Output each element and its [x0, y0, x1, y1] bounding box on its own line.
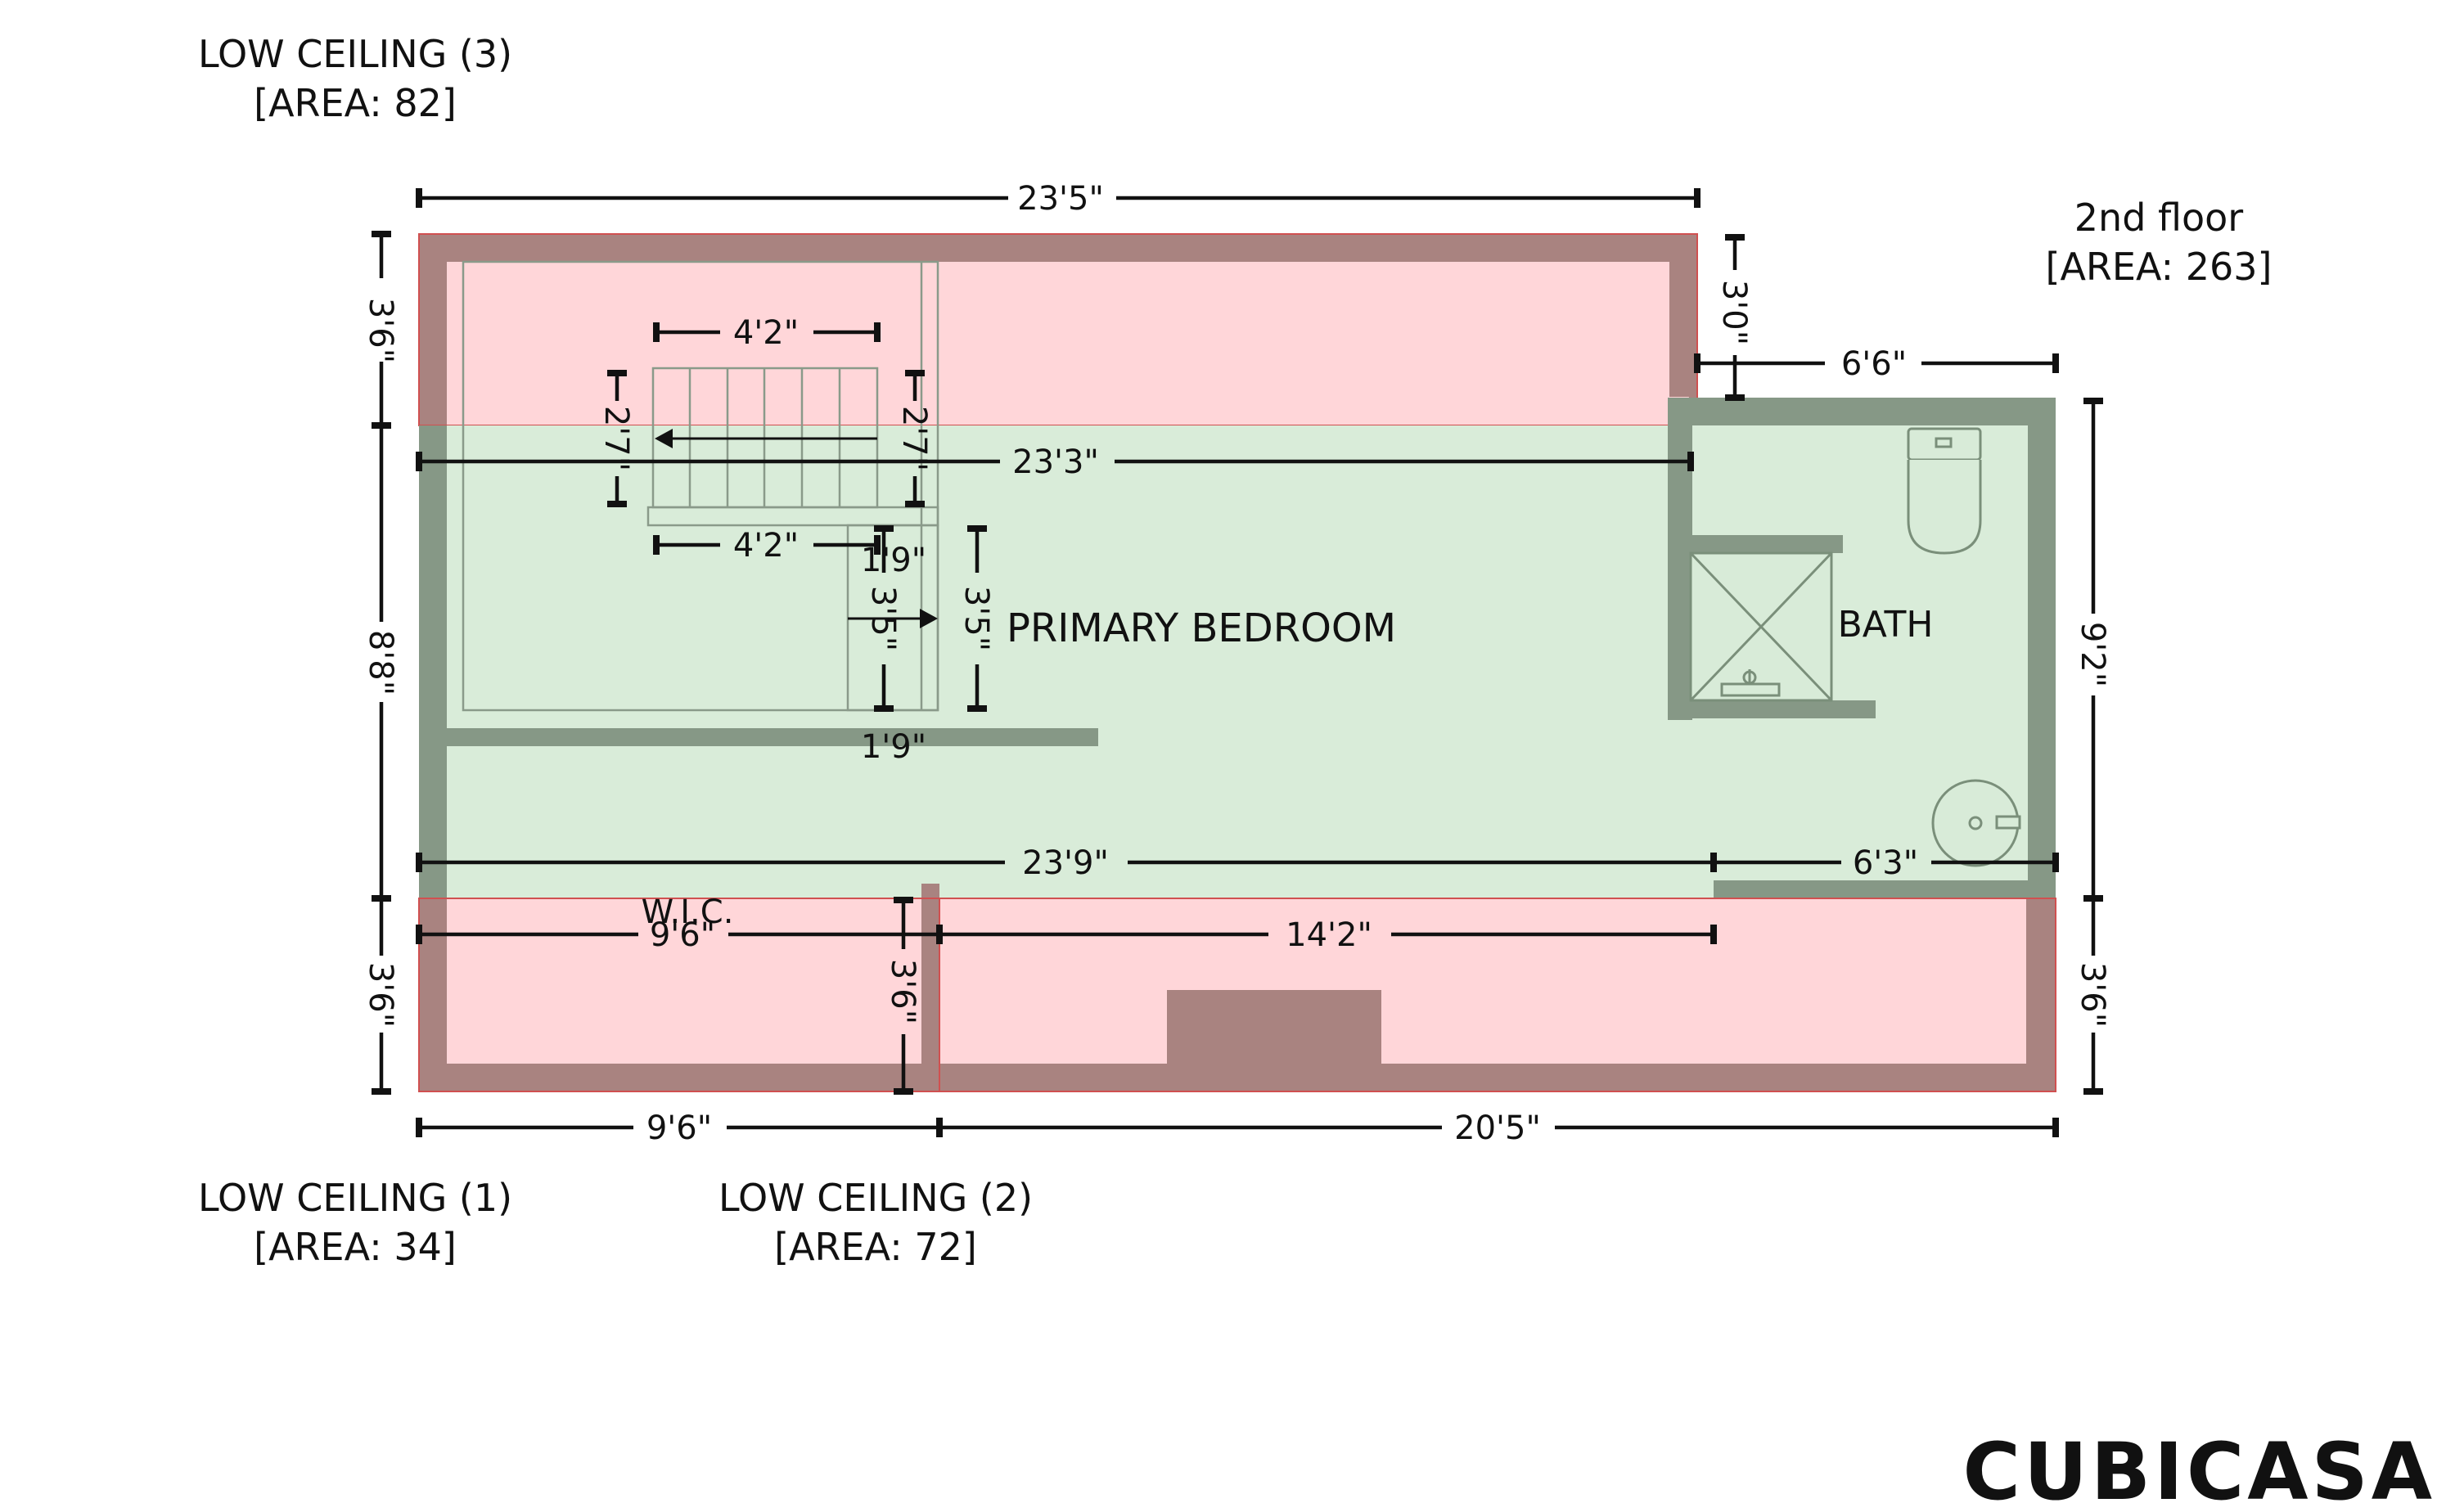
dim-stair-bottom-width: 4'2" — [733, 527, 799, 565]
low-ceiling-3-area: [AREA: 82] — [254, 81, 457, 125]
dim-bedroom-lower-width: 23'9" — [1022, 844, 1109, 882]
dim-bath-step: 3'0" — [1715, 280, 1753, 345]
dim-stair-left-height: 2'7" — [597, 406, 635, 471]
sink-icon — [1931, 779, 2021, 867]
room-label-wic: W.I.C. — [642, 893, 734, 931]
dim-right-height: 9'2" — [2074, 622, 2111, 687]
dim-bottom-right-height: 3'6" — [2074, 962, 2111, 1028]
toilet-icon — [1907, 427, 1982, 555]
staircase — [462, 260, 939, 712]
dim-low-ceiling-2-width: 14'2" — [1286, 916, 1372, 954]
low-ceiling-3-zone — [418, 233, 1698, 426]
dim-landing-height-inner: 3'5" — [864, 586, 902, 651]
room-labels: PRIMARY BEDROOM BATH W.I.C. — [642, 604, 1934, 931]
dim-wic-height: 3'6" — [884, 959, 921, 1024]
plan-area: [AREA: 263] — [2046, 245, 2273, 289]
shower-icon — [1689, 551, 1833, 702]
dim-bottom-left-width: 9'6" — [646, 1109, 712, 1147]
dimension-lines — [372, 188, 2103, 1137]
dim-bath-width-top: 6'6" — [1841, 345, 1907, 383]
low-ceiling-2-name: LOW CEILING (2) — [718, 1176, 1033, 1220]
plan-title: 2nd floor — [2074, 196, 2244, 240]
low-ceiling-2-area: [AREA: 72] — [774, 1225, 977, 1269]
dim-landing-width-top: 1'9" — [861, 542, 926, 579]
dim-landing-width-bottom: 1'9" — [861, 728, 926, 766]
dim-stair-right-height: 2'7" — [895, 406, 933, 471]
dim-top-left-height: 3'6" — [362, 298, 399, 363]
dim-top-overall: 23'5" — [1017, 180, 1104, 218]
low-ceiling-3-name: LOW CEILING (3) — [198, 32, 512, 76]
low-ceiling-1-name: LOW CEILING (1) — [198, 1176, 512, 1220]
brand-logo: CUBICASA — [1963, 1426, 2435, 1512]
dim-stair-top-width: 4'2" — [733, 314, 799, 352]
dimension-labels: 23'5" 3'6" 8'8" 3'6" 9'2" 3'6" 3'0" 6'6"… — [362, 180, 2111, 1147]
room-label-bath: BATH — [1838, 604, 1934, 646]
bath-fixtures — [1689, 427, 2021, 867]
dim-mid-left-height: 8'8" — [362, 630, 399, 695]
dim-bottom-right-width: 20'5" — [1454, 1109, 1541, 1147]
low-ceiling-1-area: [AREA: 34] — [254, 1225, 457, 1269]
room-label-primary-bedroom: PRIMARY BEDROOM — [1007, 605, 1396, 651]
low-ceiling-bottom-zone — [418, 884, 2056, 1092]
dim-landing-height-outer: 3'5" — [957, 586, 995, 651]
dim-bath-width-bottom: 6'3" — [1853, 844, 1918, 882]
dim-bedroom-upper-width: 23'3" — [1012, 443, 1099, 481]
zone-labels: LOW CEILING (3) [AREA: 82] 2nd floor [AR… — [198, 32, 2273, 1269]
dim-bottom-left-height: 3'6" — [362, 962, 399, 1028]
dim-wic-width: 9'6" — [650, 916, 715, 954]
